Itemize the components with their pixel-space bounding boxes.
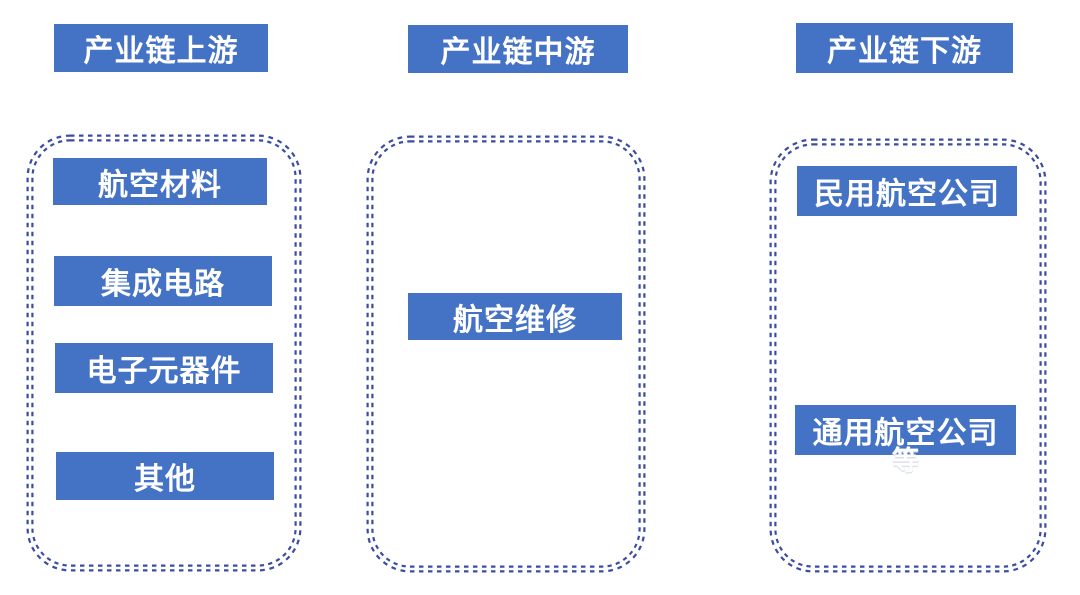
- item-civil-aviation-companies: 民用航空公司: [797, 166, 1017, 216]
- upstream-group-frame: [26, 134, 302, 572]
- downstream-group-frame: [769, 138, 1047, 573]
- midstream-group-frame: [366, 135, 646, 573]
- header-upstream: 产业链上游: [54, 24, 268, 72]
- item-aviation-maintenance: 航空维修: [408, 293, 622, 340]
- header-midstream: 产业链中游: [408, 25, 628, 73]
- item-general-aviation-companies: 通用航空公司 等: [795, 405, 1016, 475]
- item-clipped-etc-text: 等: [892, 446, 919, 476]
- item-integrated-circuits: 集成电路: [54, 256, 272, 306]
- item-aviation-materials: 航空材料: [53, 158, 267, 205]
- item-general-aviation-companies-label: 通用航空公司: [812, 417, 999, 450]
- item-others: 其他: [56, 452, 274, 500]
- item-electronic-components: 电子元器件: [55, 343, 273, 393]
- header-downstream: 产业链下游: [796, 23, 1013, 73]
